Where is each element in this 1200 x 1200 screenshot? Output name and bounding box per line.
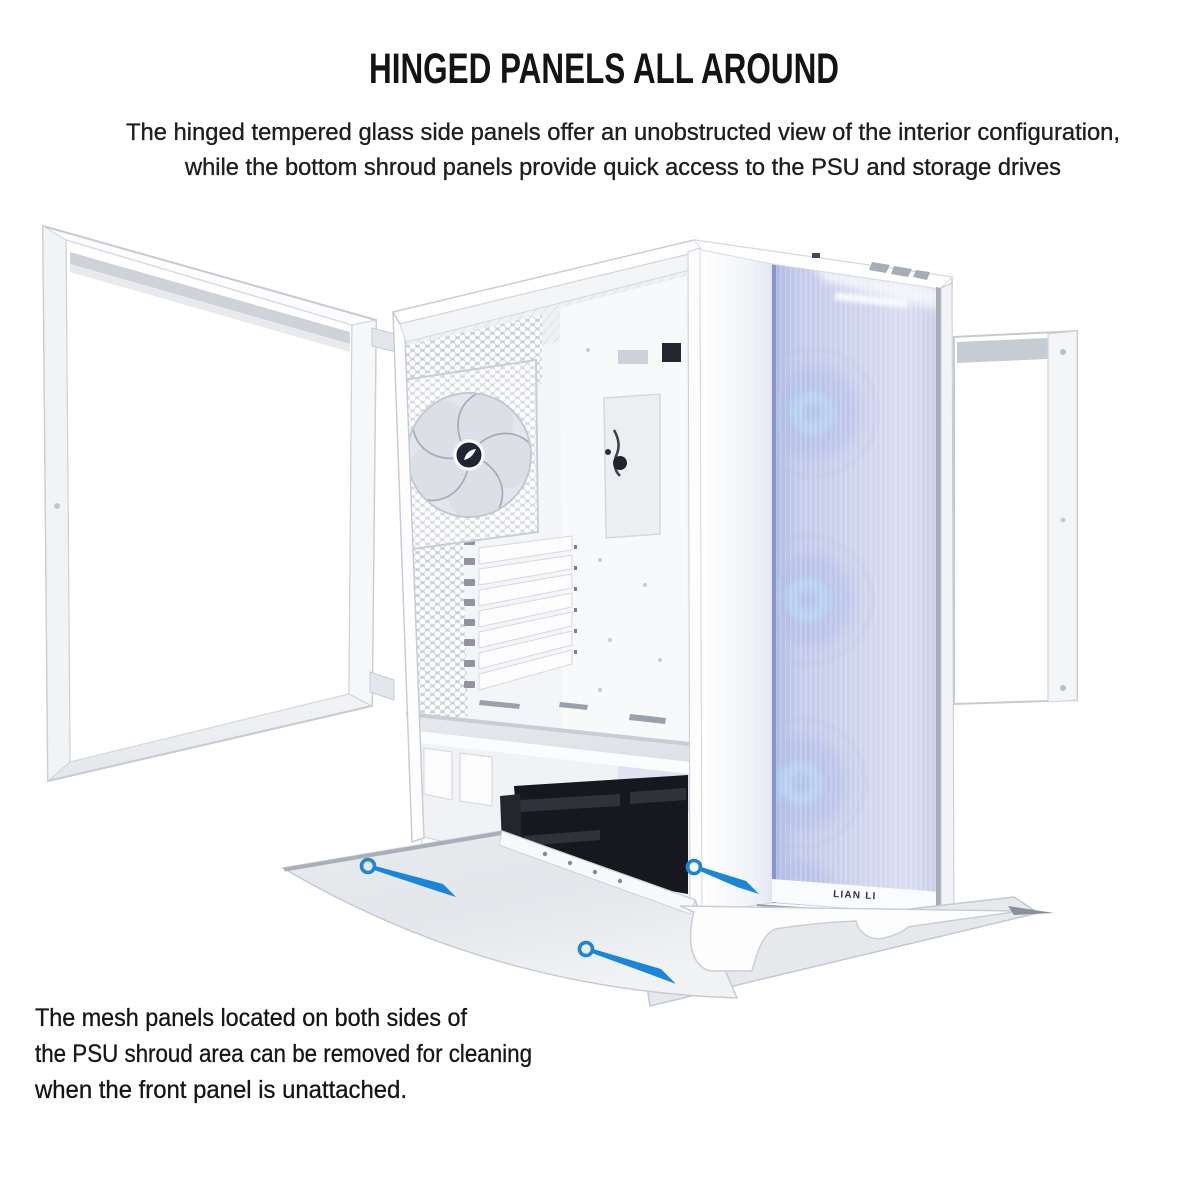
svg-text:the PSU shroud area can be rem: the PSU shroud area can be removed for c… bbox=[35, 1040, 532, 1068]
svg-text:LIAN LI: LIAN LI bbox=[833, 889, 877, 902]
svg-text:while the bottom shroud panels: while the bottom shroud panels provide q… bbox=[184, 154, 1061, 181]
svg-text:The hinged tempered glass side: The hinged tempered glass side panels of… bbox=[126, 119, 1120, 146]
svg-text:The mesh panels located on bot: The mesh panels located on both sides of bbox=[35, 1004, 467, 1032]
svg-text:when the front panel is unatta: when the front panel is unattached. bbox=[34, 1076, 407, 1104]
svg-text:HINGED PANELS ALL AROUND: HINGED PANELS ALL AROUND bbox=[369, 45, 839, 93]
